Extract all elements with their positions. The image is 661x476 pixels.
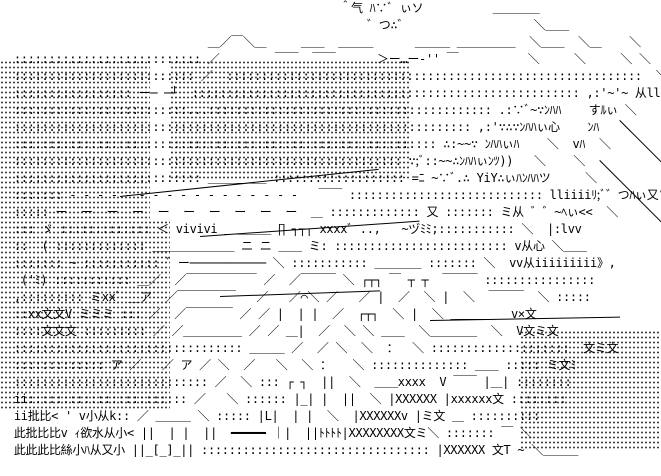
- art-line: ゛つ∴゛ ＼＿＿ ＼ ＼ ＼ ＿」 ＼| ＼|| ＼: [367, 18, 569, 32]
- art-line: 此批比比v ｨ欲水从小< || | | || ━━━━━ ｜| ||ﾄﾄﾄﾄ|X…: [0, 426, 532, 440]
- art-line: :::::::::::::::::::::::::::: ／ ＼ ::: ┌ ┐…: [0, 375, 572, 389]
- art-line: ::xx文文V ミミミ ::: ／ ／￣￣￣￣ ／ ／ | | | ／ ┌┬┐ …: [0, 307, 537, 321]
- art-line: ::::::::::::::::::::::::::::::::::::::::…: [0, 154, 586, 168]
- art-line: :::::::::::::::::::::::::...::::::::::::…: [0, 103, 637, 117]
- dot-shading-mid-field: [170, 60, 410, 180]
- art-line: 此此此比絲小ﾊ从又小 ||_[_]_|| :::::::::::::::::::…: [0, 443, 579, 457]
- dot-shading-left-hillside: [0, 60, 150, 220]
- art-line: :: ( ::::::::::::: ＿＿＿＿＿＿＿ ニ ニ ＿＿ ミ: :::…: [0, 239, 587, 253]
- art-line: ＾气 ﾊ∵ﾞ ぃソ ＿＿＿＿ ＼ ＼ ＼ ＿＿」 ＼ | ＼ || ＼: [339, 1, 540, 15]
- dot-shading-lower-left: [0, 220, 170, 410]
- art-line: ::::::::::::::::::::::::::: ／ ￣￣ ￣￣ ＞ー…ー…: [13, 52, 651, 66]
- art-line: ::::::::::::::::::::::::::: ＿＿＿＿＿ ::::::…: [13, 171, 597, 185]
- art-line: ::::::: ~ ::::::::::: ゛ー─────────── ＼ ::…: [0, 256, 616, 270]
- art-line: ::::::::::::::::: ー─ ─┘ ::::::::::::::::…: [13, 86, 661, 100]
- art-line: ::::::::::::::::::::::::::::::::::::::::…: [0, 120, 632, 134]
- art-line: ::::::: ‐ ‐ ‐ ‐ ‐ ‐ ‐ ‐ ‐ ‐ ‐ ‐ ‐ ‐ ‐ ‐ …: [0, 188, 661, 202]
- art-line: ii批比< ' v小从k:: ／ ＿＿＿ ＼ ::::: |L| | | ＼ |…: [0, 409, 540, 423]
- art-line: ('ﾐ) ::::::::::: ＿／ ／￣￣￣￣￣￣ ／ ／￣￣￣ ＼ ┌┬┐…: [0, 273, 596, 287]
- art-line: ::::::::::::: ア ／ ／ ア ／ ＼ ／ ＼ ＼ ： ＼ ::::…: [0, 358, 576, 372]
- art-line: ::::: ー ー ー ー ー ー ー ー ー ー ＿ ::::::::::::…: [0, 205, 618, 219]
- art-line: ii::::::::::::::::::::::: ／ ＼ :::::: |_|…: [0, 392, 567, 406]
- art-line: ,::::::::: ミxxﾞ ＿ア ／￣￣￣￣￣ ／ ／⌒＼ ／ ／ | ／ …: [0, 290, 591, 304]
- art-line: :::::::::::::::::::::::::: ／ :::::::::::…: [13, 69, 661, 83]
- art-line: ＿／￣＼＿ ＿＿ ＿＿＿ ＿＿＿ ＿＿＿＿＿ ＼＿＿ ＼＿ ＼ ＼ ＼ |＼ ＼…: [207, 35, 641, 49]
- art-line: ::: ゞ ::::::::::::: ＜ vivivi ＿＿＿＿ ∏ ┐┬┐ …: [13, 222, 582, 236]
- art-line: ::::::::::::::::::::::::::::::::::::::::…: [0, 137, 611, 151]
- art-line: ::::文文文 ::::::::: ／ ／＿＿＿＿＿ ／ ／ ＿| ／ ＼ ＼ …: [0, 324, 559, 338]
- dot-shading-lower-right: [520, 330, 660, 450]
- art-line: ::::::::::::::::::::::::::::::::: ＿＿＿ ／ …: [0, 341, 619, 355]
